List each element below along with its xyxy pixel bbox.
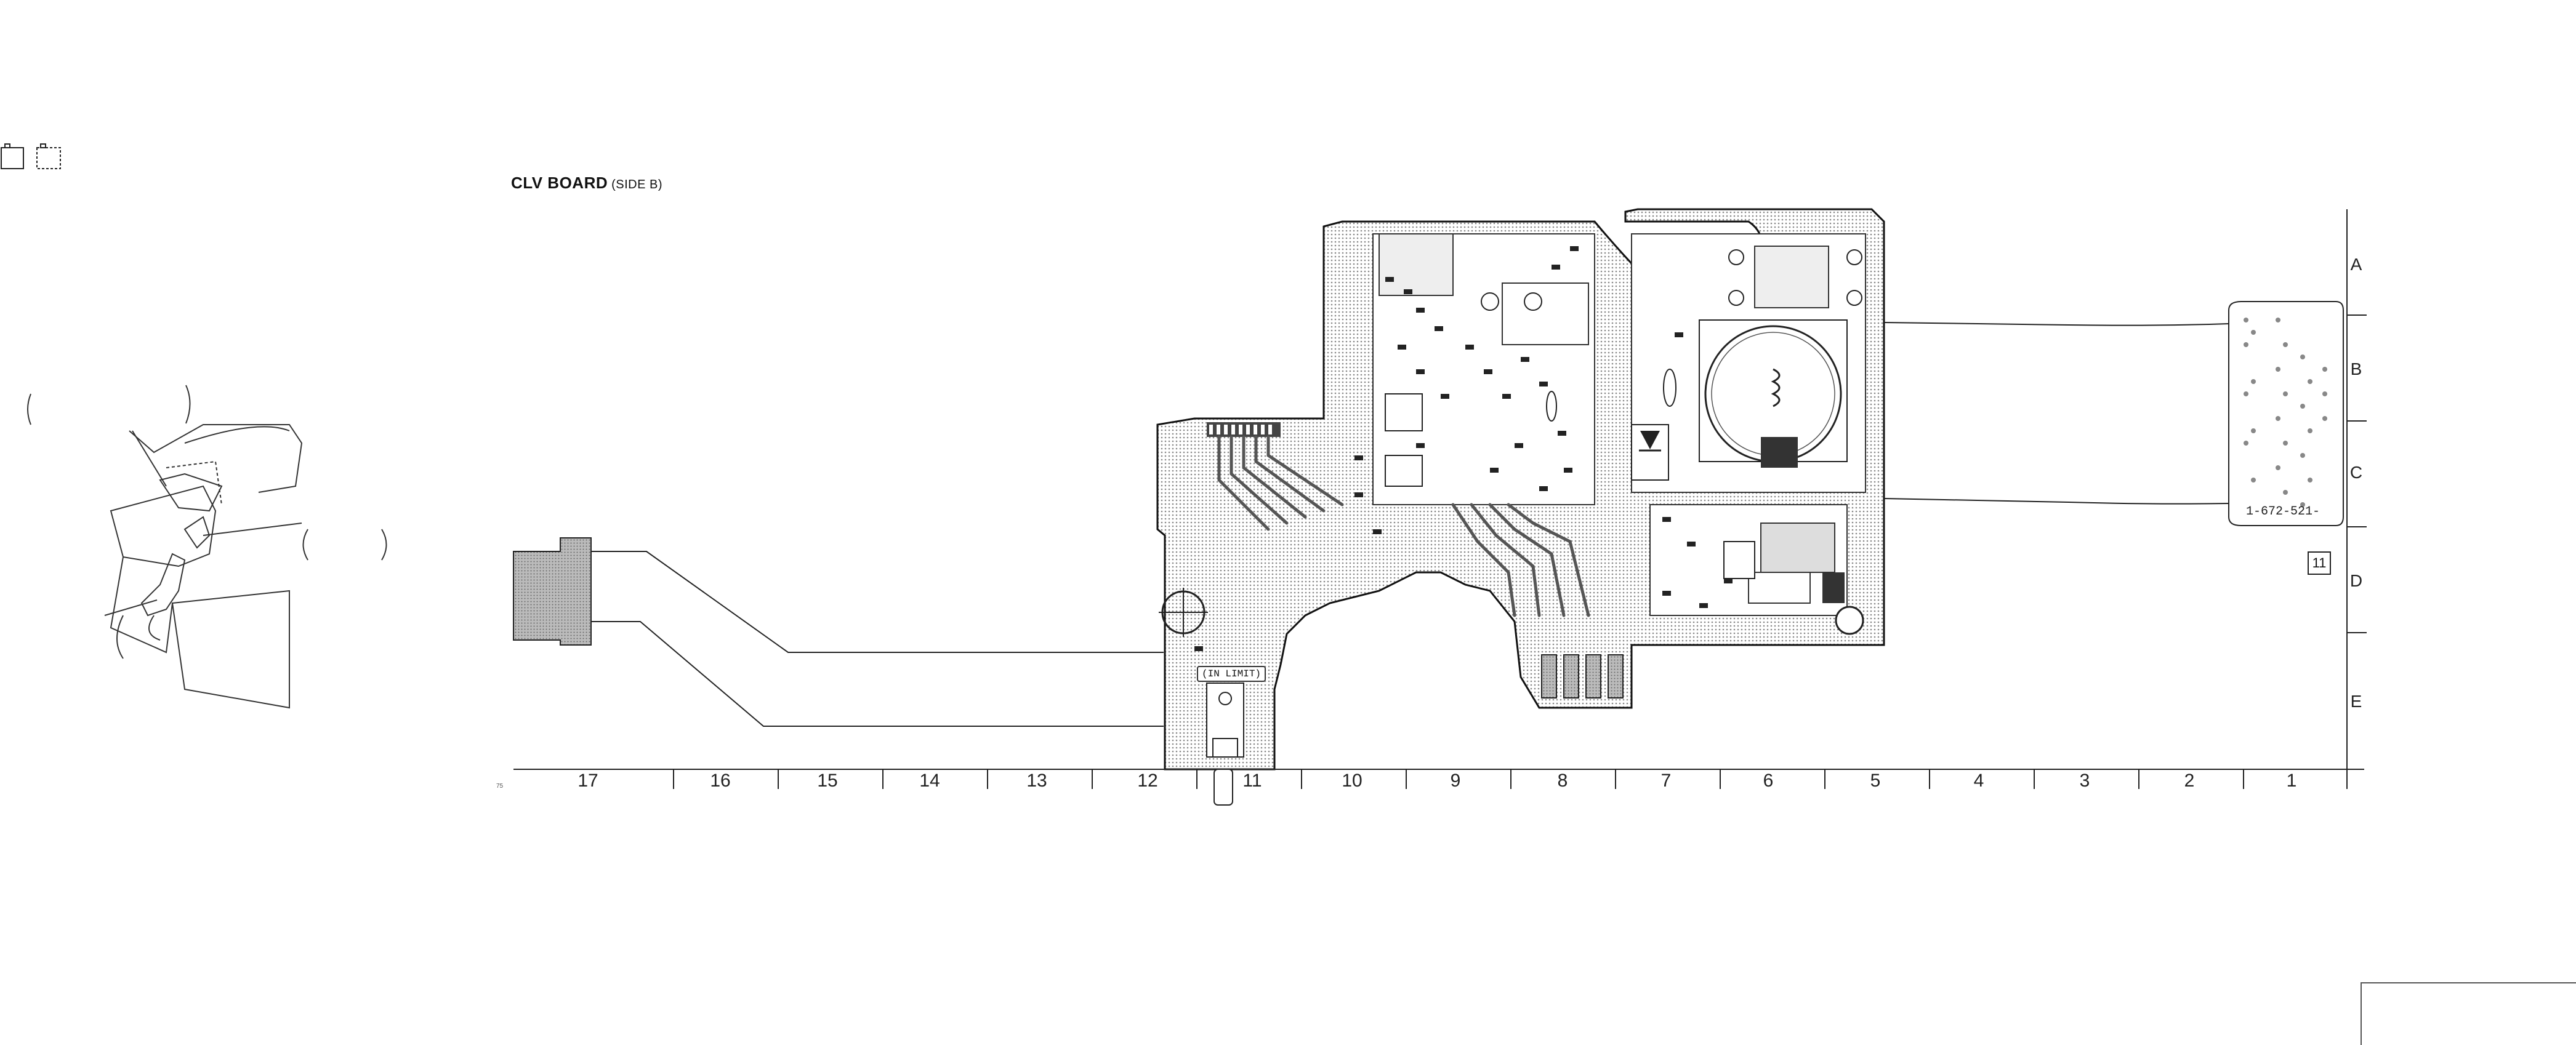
row-label: E <box>2350 692 2362 711</box>
row-label: C <box>2349 463 2363 482</box>
column-label: 14 <box>919 771 940 791</box>
row-label: B <box>2350 359 2362 378</box>
column-label: 9 <box>1450 771 1461 791</box>
in-limit-switch-label: (IN LIMIT) <box>1197 666 1266 682</box>
column-label: 16 <box>710 771 731 791</box>
column-label: 10 <box>1342 771 1362 791</box>
camera-illustration <box>27 385 387 709</box>
flex-cable-left <box>513 537 1164 727</box>
column-label: 2 <box>2184 771 2195 791</box>
pcb-board <box>1156 208 1885 806</box>
column-label: 13 <box>1026 771 1047 791</box>
page-footnote: 75 <box>496 783 504 790</box>
column-label: 8 <box>1557 771 1568 791</box>
sheet-marker: 11 <box>2308 551 2331 575</box>
column-label: 1 <box>2286 771 2297 791</box>
column-label: 6 <box>1763 771 1774 791</box>
board-title: CLV BOARD(SIDE B) <box>511 174 662 193</box>
board-title-main: CLV BOARD <box>511 174 608 192</box>
column-label: 7 <box>1660 771 1672 791</box>
title-block-corner <box>2361 982 2576 1045</box>
column-label: 3 <box>2079 771 2090 791</box>
side-b-icons <box>1 143 61 169</box>
row-label: A <box>2350 255 2362 274</box>
column-label: 4 <box>1973 771 1984 791</box>
column-label: 15 <box>817 771 838 791</box>
grid-ruler <box>513 209 2367 789</box>
column-label: 11 <box>1242 771 1262 791</box>
part-number: 1-672-521- <box>2246 505 2320 519</box>
row-label: D <box>2349 571 2363 590</box>
column-label: 12 <box>1137 771 1158 791</box>
flex-cable-right <box>1883 301 2344 526</box>
board-title-side: (SIDE B) <box>611 178 663 191</box>
column-label: 17 <box>578 771 598 791</box>
column-label: 5 <box>1870 771 1881 791</box>
